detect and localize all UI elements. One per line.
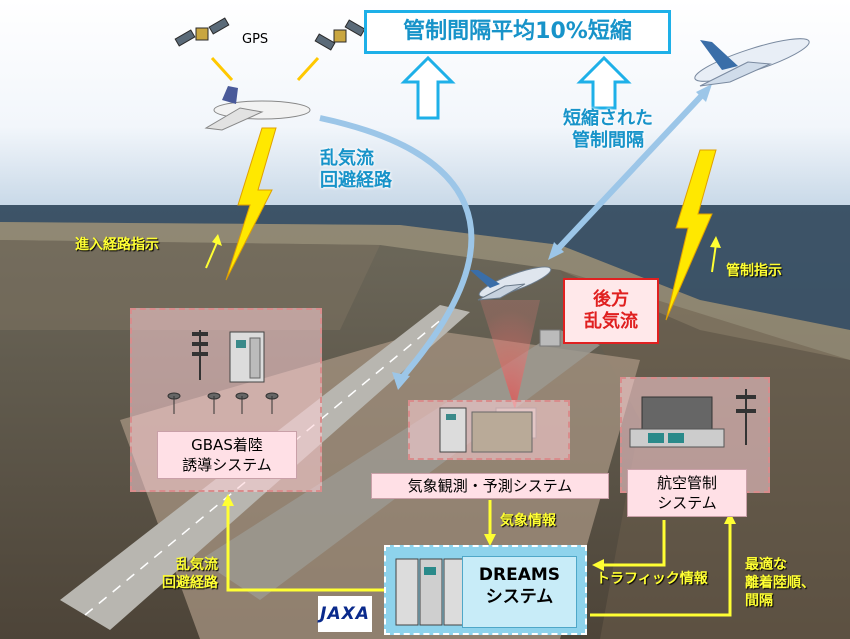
optimal-order-line-1: 最適な <box>745 557 787 573</box>
dreams-line-1: DREAMS <box>478 565 561 585</box>
turbulence-route-line-2: 回避経路 <box>320 170 392 191</box>
shortened-interval-line-1: 短縮された <box>563 108 653 129</box>
gps-label: GPS <box>242 32 269 47</box>
weather-equipment-icon <box>439 407 533 453</box>
wake-turbulence-box: 後方 乱気流 <box>563 278 659 344</box>
dreams-label: DREAMS システム <box>462 556 577 628</box>
route-to-gbas-line-2: 回避経路 <box>162 575 218 591</box>
shortened-interval-line-2: 管制間隔 <box>572 130 644 151</box>
optimal-order-label: 最適な 離着陸順、 間隔 <box>745 556 815 610</box>
weather-system-label: 気象観測・予測システム <box>371 473 609 499</box>
headline-box: 管制間隔平均10%短縮 <box>364 10 671 54</box>
atc-system-line-2: システム <box>657 494 717 512</box>
shortened-interval-text: 短縮された 管制間隔 <box>548 108 668 152</box>
atc-system-label: 航空管制 システム <box>627 469 747 517</box>
route-to-gbas-label: 乱気流 回避経路 <box>148 556 218 592</box>
wake-turbulence-line-1: 後方 <box>593 289 629 310</box>
atc-system-line-1: 航空管制 <box>656 474 717 492</box>
atc-instruction-label: 管制指示 <box>726 263 782 279</box>
atc-console-icon <box>629 389 756 448</box>
optimal-order-line-2: 離着陸順、 <box>745 575 815 591</box>
route-to-gbas-line-1: 乱気流 <box>176 557 218 573</box>
weather-panel <box>408 400 570 460</box>
approach-instruction-label: 進入経路指示 <box>75 237 159 253</box>
dreams-line-2: システム <box>485 587 554 607</box>
dreams-server-icon <box>395 558 465 626</box>
wake-turbulence-line-2: 乱気流 <box>584 311 638 332</box>
gbas-label-line-2: 誘導システム <box>182 456 272 474</box>
jaxa-logo: JAXA <box>318 596 372 632</box>
turbulence-route-text: 乱気流 回避経路 <box>320 148 430 192</box>
gbas-label: GBAS着陸 誘導システム <box>157 431 297 479</box>
traffic-info-label: トラフィック情報 <box>596 571 708 587</box>
turbulence-route-line-1: 乱気流 <box>320 148 374 169</box>
gbas-label-line-1: GBAS着陸 <box>191 436 263 454</box>
optimal-order-line-3: 間隔 <box>745 593 773 609</box>
weather-info-label: 気象情報 <box>500 513 556 529</box>
gbas-equipment-icon <box>167 330 279 414</box>
